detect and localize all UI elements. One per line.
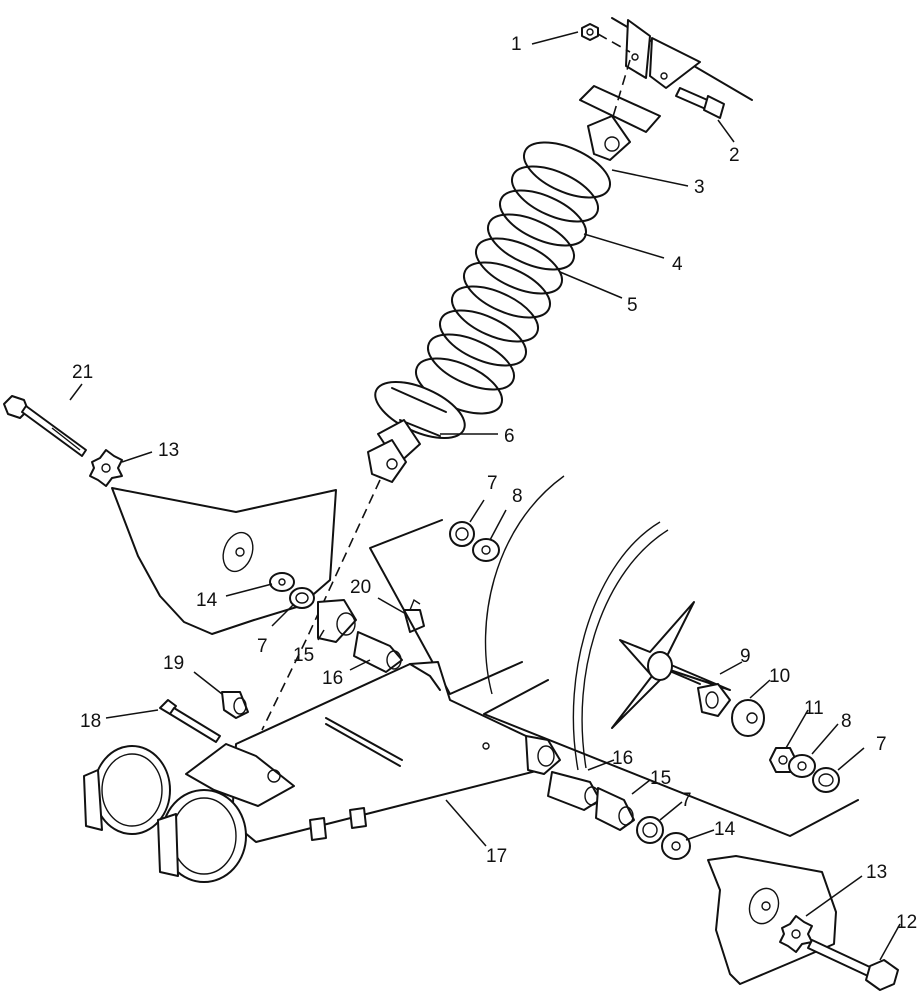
callout-19: 19 — [163, 653, 184, 674]
callout-10: 10 — [769, 666, 790, 687]
callout-9: 9 — [740, 646, 751, 667]
callout-labels: 1 2 3 4 5 6 7 8 21 13 14 7 15 20 16 19 1… — [72, 34, 917, 933]
tube-clamp-left — [83, 745, 171, 835]
callout-12: 12 — [896, 912, 917, 933]
callout-4: 4 — [672, 254, 683, 275]
bushing-16-right — [547, 771, 601, 811]
callout-1: 1 — [511, 34, 522, 55]
callout-14-right: 14 — [714, 819, 736, 840]
clamp-bracket — [185, 743, 295, 807]
washer-14-right — [661, 832, 691, 860]
callout-7-right: 7 — [876, 734, 887, 755]
bolt-12 — [807, 939, 899, 991]
idler-hub — [611, 601, 731, 729]
bushing-15-right — [595, 787, 635, 831]
washer-8-right — [788, 754, 816, 778]
callout-15-right: 15 — [650, 768, 671, 789]
callout-6: 6 — [504, 426, 515, 447]
callout-8-upper: 8 — [512, 486, 523, 507]
left-side-plate — [111, 487, 337, 635]
bushing-19 — [221, 691, 249, 719]
callout-11: 11 — [804, 698, 824, 719]
callout-16-right: 16 — [612, 748, 633, 769]
grease-fitting-20 — [403, 598, 425, 633]
bolt-18 — [159, 699, 221, 743]
centerline-shock-to-arm — [261, 479, 381, 731]
bolt-2 — [675, 87, 725, 119]
washer-7-right — [812, 767, 840, 793]
plane-outline-upper — [369, 519, 523, 695]
plane-outline-lower — [483, 679, 859, 837]
bushing-15-left — [317, 599, 357, 643]
callout-8-right: 8 — [841, 711, 852, 732]
spacer-9 — [697, 683, 731, 717]
washer-7-left — [289, 587, 315, 609]
callout-17: 17 — [486, 846, 507, 867]
callout-2: 2 — [729, 145, 740, 166]
nut-1 — [581, 23, 631, 53]
upper-mount-bracket — [579, 17, 753, 133]
wheel-10 — [731, 699, 765, 737]
star-washer-13-left — [89, 449, 123, 487]
callout-13-right: 13 — [866, 862, 887, 883]
bolt-21 — [3, 395, 87, 457]
washer-7-upper — [449, 521, 475, 547]
callout-13-left: 13 — [158, 440, 179, 461]
callout-7-left: 7 — [257, 636, 268, 657]
rear-arm-17 — [231, 661, 561, 843]
callout-7-upper: 7 — [487, 473, 498, 494]
callout-leaders — [69, 31, 901, 961]
callout-14-left: 14 — [196, 590, 218, 611]
washer-8-upper — [472, 538, 500, 562]
washer-7-lower — [636, 816, 664, 844]
washer-14-left — [269, 572, 295, 592]
shock-absorber — [367, 115, 631, 483]
drive-wheel-arc — [484, 475, 669, 771]
callout-20: 20 — [350, 577, 371, 598]
tube-clamp-right — [157, 789, 247, 883]
callout-21: 21 — [72, 362, 93, 383]
callout-16-left: 16 — [322, 668, 343, 689]
right-side-plate — [707, 855, 837, 985]
callout-15-left: 15 — [293, 645, 314, 666]
callout-3: 3 — [694, 177, 705, 198]
callout-7-lower: 7 — [681, 790, 692, 811]
centerline-upper-mount — [611, 59, 631, 121]
coil-spring-4 — [415, 141, 611, 415]
bushing-16-left — [353, 631, 403, 673]
callout-5: 5 — [627, 295, 638, 316]
callout-18: 18 — [80, 711, 101, 732]
